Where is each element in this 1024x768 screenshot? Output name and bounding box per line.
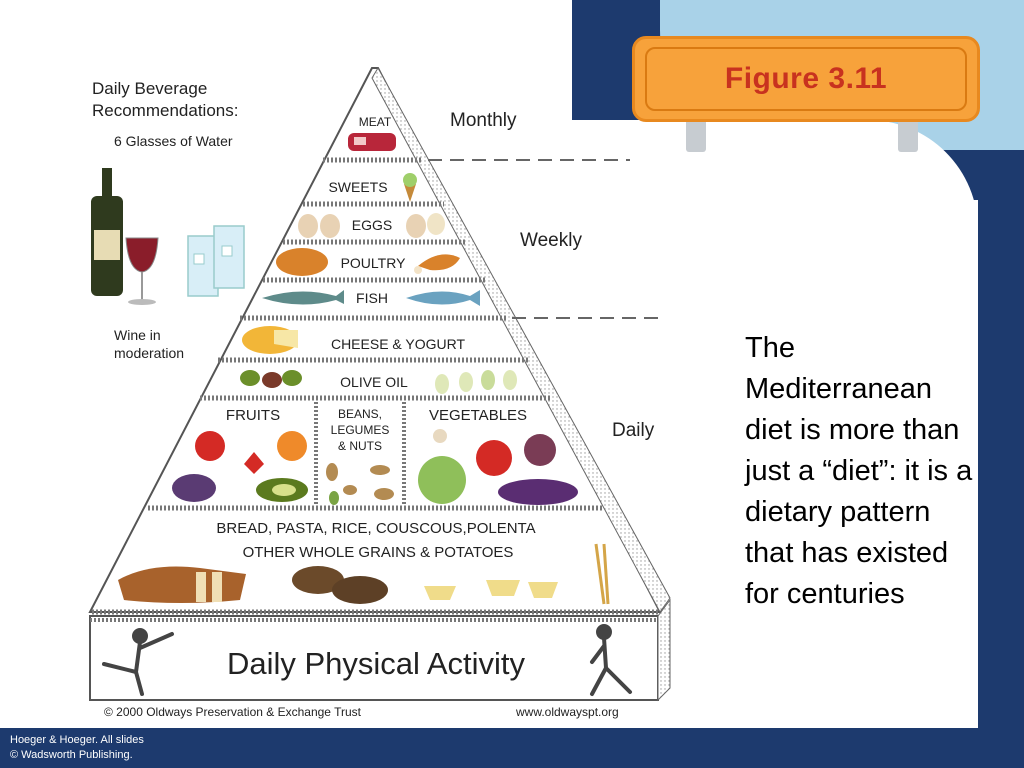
tier-beans-line3: & NUTS <box>338 439 382 453</box>
beverage-heading-line1: Daily Beverage <box>92 79 207 98</box>
fruits-icon <box>172 431 308 502</box>
wine-label-line2: moderation <box>114 345 184 361</box>
cheese-icon <box>242 326 298 354</box>
walker-right-icon <box>590 624 632 696</box>
wine-bottle-icon <box>91 168 123 296</box>
column-dividers <box>314 402 406 506</box>
frequency-dashes <box>428 159 660 319</box>
footer-line1: Hoeger & Hoeger. All slides <box>10 734 144 746</box>
wine-label-line1: Wine in <box>114 327 161 343</box>
sign-post-left <box>686 118 706 152</box>
figure-sign: Figure 3.11 <box>632 36 980 122</box>
frequency-monthly: Monthly <box>450 110 517 131</box>
tier-beans-line2: LEGUMES <box>331 423 390 437</box>
frequency-daily: Daily <box>612 420 655 441</box>
tier-poultry: POULTRY <box>341 255 406 271</box>
runner-left-icon <box>102 628 174 696</box>
website-label: www.oldwayspt.org <box>515 705 619 719</box>
tier-vegetables: VEGETABLES <box>429 407 527 424</box>
footer-bar <box>0 728 1024 768</box>
beverage-heading-line2: Recommendations: <box>92 101 238 120</box>
figure-label: Figure 3.11 <box>724 62 888 95</box>
pyramid-side-face <box>371 66 671 613</box>
slide-caption: The Mediterranean diet is more than just… <box>745 332 973 610</box>
background-right-edge <box>978 150 1024 728</box>
tier-olive-oil: OLIVE OIL <box>340 374 408 390</box>
copyright-label: © 2000 Oldways Preservation & Exchange T… <box>104 705 362 719</box>
water-glasses-icon <box>187 225 245 297</box>
tier-fish: FISH <box>356 290 388 306</box>
activity-base <box>89 615 659 701</box>
sign-post-right <box>898 118 918 152</box>
mediterranean-pyramid-diagram: Daily Beverage Recommendations: 6 Glasse… <box>88 66 671 719</box>
tier-bread-line1: BREAD, PASTA, RICE, COUSCOUS,POLENTA <box>216 520 535 537</box>
meat-icon <box>348 133 396 151</box>
fish-icon <box>262 290 480 306</box>
ice-cream-icon <box>403 173 417 202</box>
wine-glass-icon <box>125 237 159 305</box>
olives-icon <box>240 370 517 394</box>
tier-cheese: CHEESE & YOGURT <box>331 336 466 352</box>
tier-eggs: EGGS <box>352 217 392 233</box>
activity-label: Daily Physical Activity <box>227 646 526 681</box>
beans-icon <box>326 463 394 505</box>
poultry-icon <box>276 248 460 276</box>
activity-base-side <box>657 598 671 702</box>
footer-line2: © Wadsworth Publishing. <box>10 749 133 761</box>
eggs-icon <box>298 213 445 238</box>
vegetables-icon <box>418 429 578 505</box>
tier-fruits: FRUITS <box>226 407 280 424</box>
tier-bread-line2: OTHER WHOLE GRAINS & POTATOES <box>243 544 514 561</box>
tier-sweets: SWEETS <box>328 179 387 195</box>
bread-potatoes-icon <box>118 543 610 605</box>
frequency-weekly: Weekly <box>520 230 582 251</box>
tier-meat: MEAT <box>359 115 392 129</box>
tier-beans-line1: BEANS, <box>338 407 382 421</box>
footer-credits: Hoeger & Hoeger. All slides © Wadsworth … <box>10 733 144 763</box>
tier-dividers <box>92 157 660 615</box>
water-label: 6 Glasses of Water <box>114 133 233 149</box>
